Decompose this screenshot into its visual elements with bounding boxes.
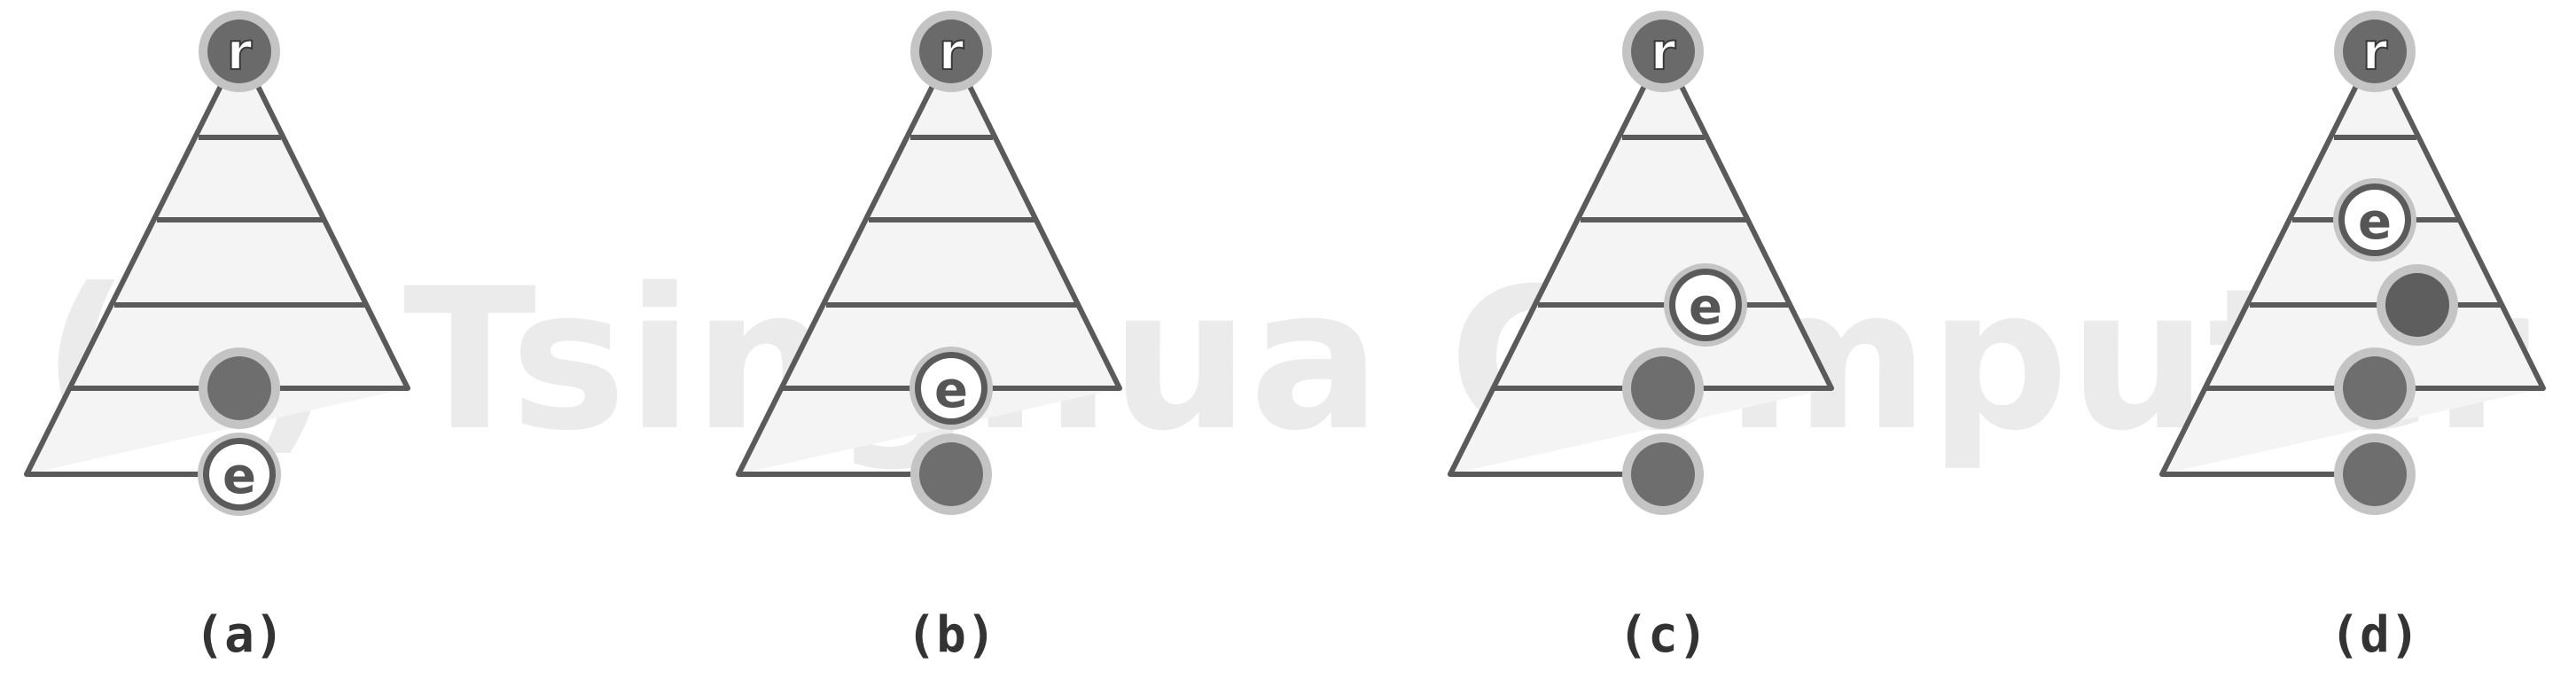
panel-b: r e (b) [736,11,1122,664]
panel-d: r e (d) [2159,11,2546,664]
e-node: e [909,347,993,430]
root-label: r [2362,21,2388,82]
root-label: r [227,21,253,82]
tree-c [1448,47,1834,477]
panel-c: r e (c) [1448,11,1834,664]
tree-a [24,47,410,477]
dark-node [2377,264,2458,346]
e-label: e [1689,278,1722,336]
panel-caption: (d) [2330,606,2419,664]
panel-a: r e (a) [24,11,410,664]
root-node: r [1622,11,1704,92]
root-node: r [199,11,280,92]
root-label: r [939,21,964,82]
e-label: e [934,362,968,419]
gray-node [1622,347,1704,429]
e-node: e [1664,263,1747,347]
gray-node [910,433,992,515]
gray-node [199,347,280,429]
tree-triangle [1450,49,1831,474]
e-label: e [2358,193,2392,251]
tree-d [2159,47,2546,477]
gray-node [2334,347,2416,429]
gray-node [2334,433,2416,515]
tree-triangle [2162,49,2543,474]
tree-triangle [27,49,408,474]
watermark: (c) Tsinghua Computer [42,246,2530,473]
e-node: e [2333,178,2416,261]
e-node: e [198,433,281,516]
panel-caption: (a) [194,606,284,664]
panel-caption: (b) [906,606,995,664]
gray-node [1622,433,1704,515]
e-label: e [222,448,256,505]
root-label: r [1651,21,1676,82]
panel-caption: (c) [1618,606,1707,664]
root-node: r [2334,11,2416,92]
tree-triangle [738,49,1120,474]
root-node: r [910,11,992,92]
